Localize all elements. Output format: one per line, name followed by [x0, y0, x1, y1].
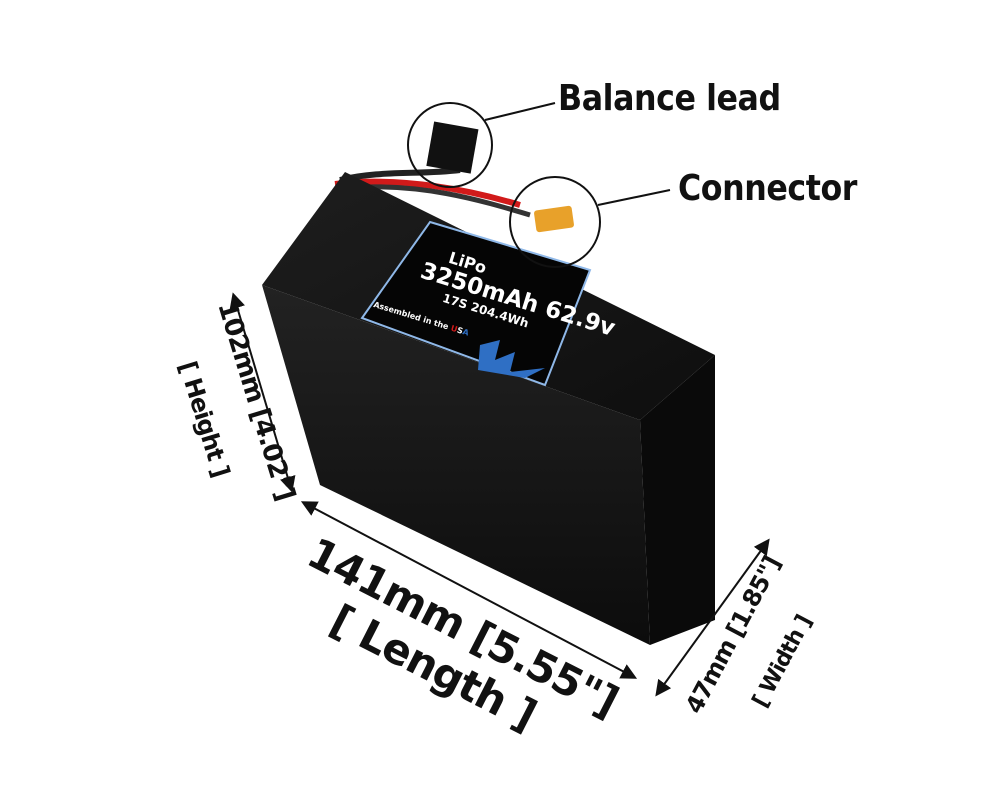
battery-label [360, 220, 592, 387]
connector-callout: Connector [678, 168, 857, 209]
balance-lead-circle [407, 102, 493, 188]
brand-logo [478, 340, 545, 378]
length-arrow [300, 501, 638, 679]
xt-connector [534, 205, 574, 233]
connector-circle [509, 176, 601, 268]
connector-pointer [597, 189, 671, 206]
height-arrow [229, 292, 296, 493]
balance-lead-callout: Balance lead [558, 78, 781, 119]
balance-lead-plug [426, 121, 479, 174]
balance-lead-pointer [484, 102, 556, 121]
width-arrow [655, 538, 770, 697]
